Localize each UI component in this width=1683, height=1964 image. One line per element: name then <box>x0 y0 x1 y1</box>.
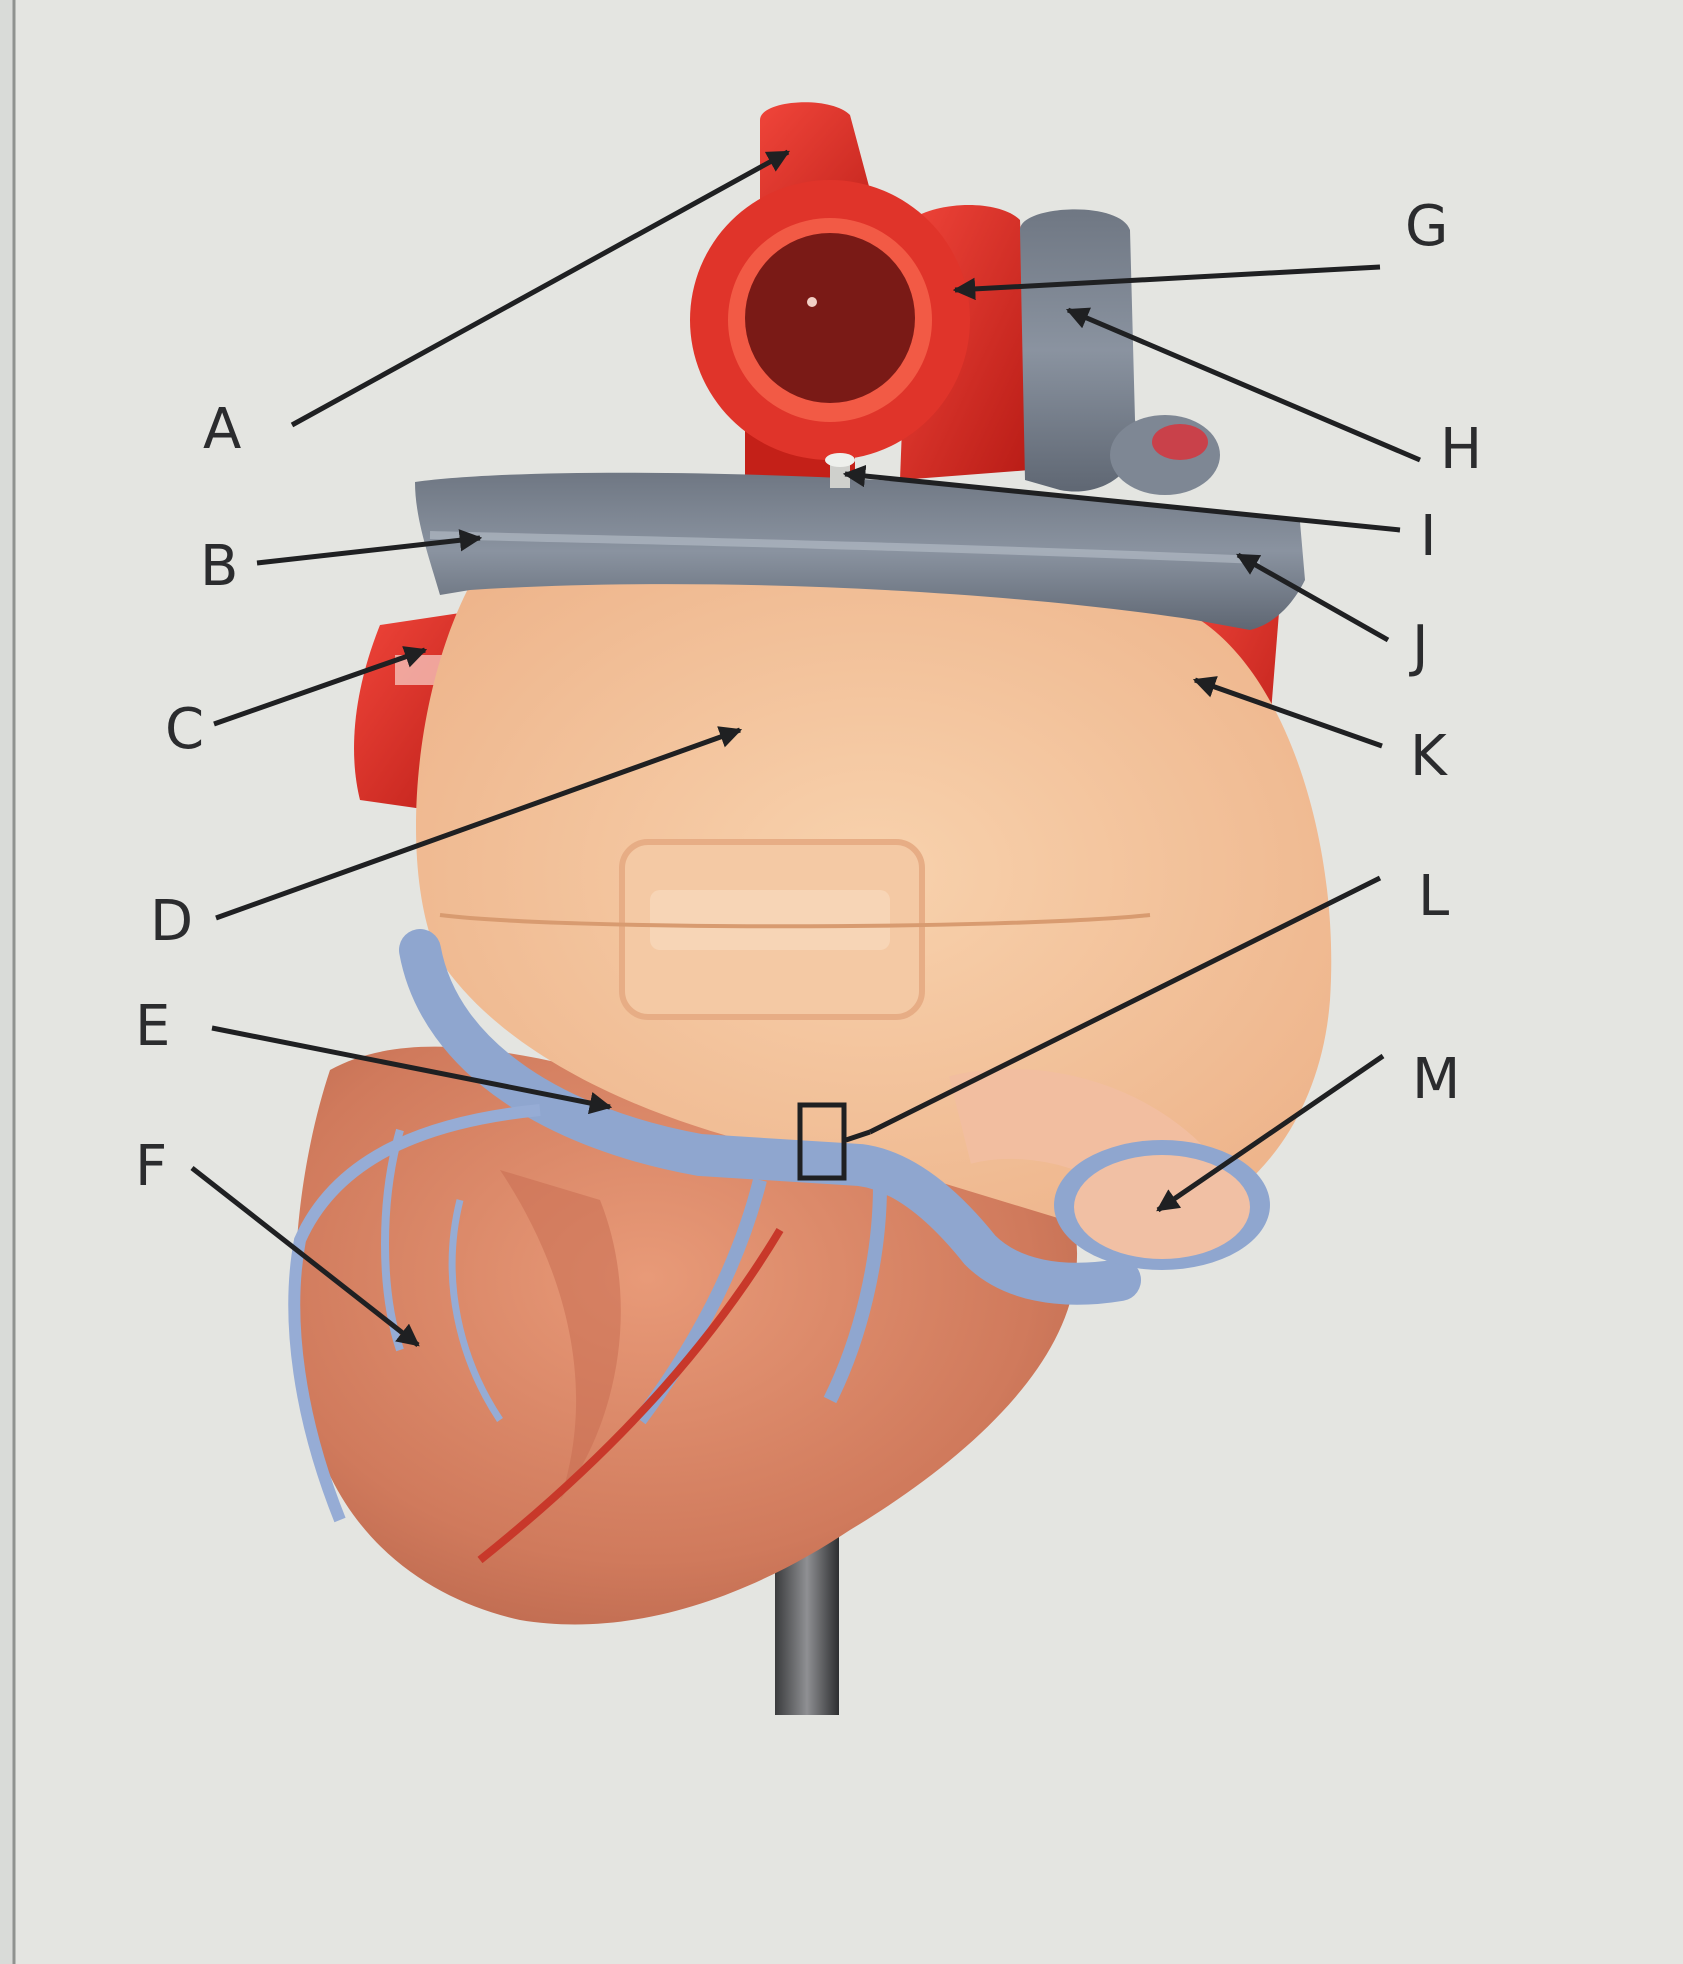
leader-m <box>1156 1053 1385 1213</box>
leader-lines <box>190 149 1421 1347</box>
left-artery-branch <box>477 1227 784 1564</box>
leader-g <box>952 264 1381 301</box>
label-d: D <box>150 889 193 954</box>
label-j: J <box>1409 614 1429 679</box>
label-k: K <box>1410 724 1448 789</box>
leader-i <box>842 464 1401 533</box>
label-c: C <box>165 697 204 762</box>
left-vein-branch-1 <box>288 1104 541 1523</box>
leader-l <box>868 875 1382 1135</box>
atrium-window-inner <box>650 890 890 950</box>
coronary-sinus <box>399 929 1141 1305</box>
ventricle-shading <box>500 1170 621 1500</box>
leader-e <box>211 1025 613 1115</box>
label-l: L <box>1418 864 1449 929</box>
label-g: G <box>1405 194 1448 259</box>
gray-band-highlight <box>429 531 1261 564</box>
label-h: H <box>1440 417 1482 482</box>
leader-c <box>213 646 428 727</box>
vein-branch-opening <box>1152 424 1208 460</box>
label-f: F <box>135 1134 167 1199</box>
leader-l-stub <box>845 1129 871 1143</box>
leader-b <box>256 529 483 566</box>
label-i: I <box>1420 504 1437 569</box>
aorta-lumen <box>745 233 915 403</box>
leader-f <box>190 1166 420 1347</box>
atrium-seam <box>439 913 1151 929</box>
label-e: E <box>135 994 170 1059</box>
leader-k <box>1192 676 1383 749</box>
leader-d <box>215 726 743 921</box>
leader-a <box>290 149 790 428</box>
label-m: M <box>1412 1047 1460 1112</box>
leader-h <box>1065 307 1421 463</box>
stem-pin-cap <box>825 453 855 467</box>
leader-j <box>1236 552 1390 643</box>
left-vein-branch-3 <box>448 1199 503 1422</box>
label-b: B <box>200 534 238 599</box>
label-a: A <box>203 397 241 462</box>
coronary-bracket-box <box>797 1102 847 1181</box>
aorta-lumen-shine <box>807 297 817 307</box>
blue-branch-right <box>823 1184 887 1404</box>
gray-band <box>415 472 1305 630</box>
